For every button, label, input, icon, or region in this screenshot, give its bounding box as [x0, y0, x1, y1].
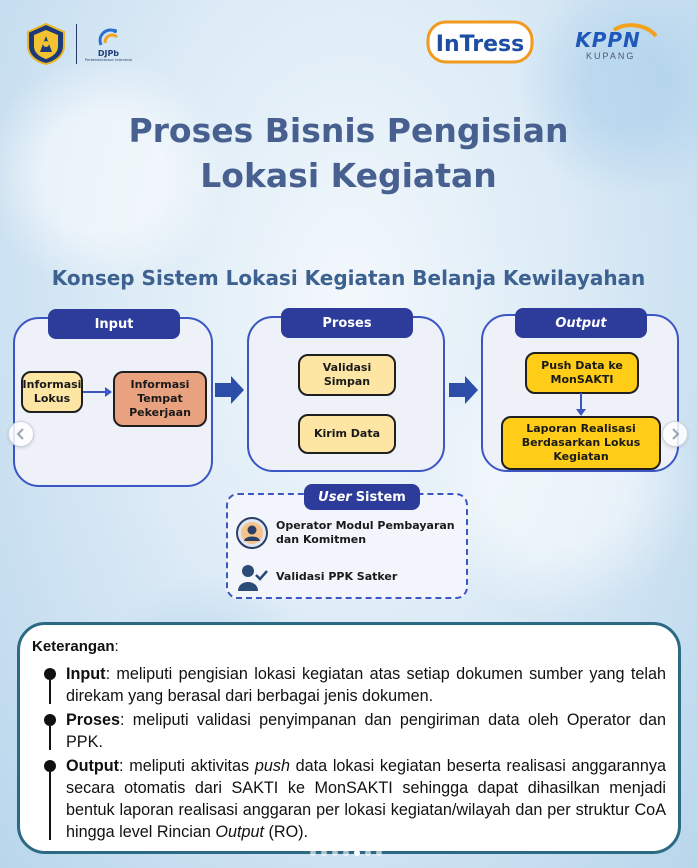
logo-separator — [76, 24, 77, 64]
user-sistem-header: User Sistem — [304, 484, 420, 510]
carousel-dots[interactable] — [310, 850, 382, 856]
output-panel: Output Push Data ke MonSAKTI Laporan Rea… — [481, 308, 679, 472]
kppn-logo: KPPN KUPANG — [556, 22, 660, 62]
keterangan-text-output-a: : meliputi aktivitas — [119, 757, 255, 775]
page-title-line2: Lokasi Kegiatan — [200, 156, 497, 195]
user-check-icon — [238, 565, 268, 591]
proses-panel-header: Proses — [281, 308, 413, 338]
carousel-dot[interactable] — [365, 850, 371, 856]
user-sistem-header-italic: User — [318, 489, 352, 505]
push-data-box: Push Data ke MonSAKTI — [525, 352, 639, 394]
header-logos-left: DJPb Perbendaharaan Indonesia — [24, 22, 132, 66]
intress-logo-icon: InTress — [426, 20, 534, 64]
user-circle-icon — [236, 517, 268, 549]
bullet-line-proses — [49, 726, 51, 750]
bullet-proses — [44, 714, 56, 726]
user-sistem-panel: User Sistem Operator Modul Pembayaran da… — [226, 484, 468, 599]
output-arrow-icon — [576, 393, 586, 416]
kirim-data-box: Kirim Data — [298, 414, 396, 454]
keterangan-term-proses: Proses — [66, 711, 120, 729]
keterangan-item-proses: Proses: meliputi validasi penyimpanan da… — [66, 709, 666, 753]
page-subtitle: Konsep Sistem Lokasi Kegiatan Belanja Ke… — [51, 266, 646, 290]
input-panel: Input Informasi Lokus Informasi Tempat P… — [13, 309, 213, 487]
carousel-dot[interactable] — [321, 850, 327, 856]
user-row-ppk: Validasi PPK Satker — [236, 561, 397, 593]
keterangan-heading: Keterangan: — [32, 638, 119, 655]
user-row-operator: Operator Modul Pembayaran dan Komitmen — [236, 517, 466, 549]
proses-panel: Proses Validasi Simpan Kirim Data — [247, 308, 445, 472]
flow-arrow-icon — [449, 376, 478, 404]
kemenkeu-logo-icon — [27, 22, 65, 66]
flow-arrow-icon — [215, 376, 244, 404]
intress-label: InTress — [436, 32, 524, 57]
bullet-line-input — [49, 680, 51, 704]
user-row-ppk-label: Validasi PPK Satker — [276, 570, 398, 583]
djpb-logo: DJPb Perbendaharaan Indonesia — [85, 25, 132, 63]
carousel-prev-button[interactable] — [8, 421, 34, 447]
keterangan-text-input: : meliputi pengisian lokasi kegiatan ata… — [66, 665, 666, 705]
keterangan-item-output: Output: meliputi aktivitas push data lok… — [66, 755, 666, 843]
chevron-left-icon — [16, 428, 24, 440]
input-arrow-icon — [83, 387, 112, 397]
carousel-dot[interactable] — [310, 850, 316, 856]
carousel-dot[interactable] — [343, 850, 349, 856]
input-panel-header: Input — [48, 309, 180, 339]
keterangan-text-proses: : meliputi validasi penyimpanan dan peng… — [66, 711, 666, 751]
validasi-simpan-box: Validasi Simpan — [298, 354, 396, 396]
keterangan-text-output-em: push — [254, 757, 290, 775]
djpb-label: DJPb — [97, 49, 120, 58]
page-title: Proses Bisnis Pengisian Lokasi Kegiatan — [0, 108, 697, 198]
djpb-logo-icon — [99, 28, 119, 46]
informasi-lokus-box: Informasi Lokus — [21, 371, 83, 413]
kppn-sub-label: KUPANG — [586, 51, 636, 61]
keterangan-text-output-b: data lokasi kegiatan beserta realisasi a… — [66, 757, 666, 841]
informasi-tempat-pekerjaan-box: Informasi Tempat Pekerjaan — [113, 371, 207, 427]
djpb-sub-label: Perbendaharaan Indonesia — [85, 58, 132, 62]
keterangan-term-output: Output — [66, 757, 120, 775]
kppn-label: KPPN — [575, 28, 641, 52]
output-panel-header: Output — [515, 308, 647, 338]
carousel-dot[interactable] — [354, 850, 360, 856]
bullet-output — [44, 760, 56, 772]
bullet-line-output — [49, 772, 51, 840]
carousel-next-button[interactable] — [662, 421, 688, 447]
page-title-line1: Proses Bisnis Pengisian — [128, 111, 569, 150]
bullet-input — [44, 668, 56, 680]
keterangan-text-output-c: (RO). — [264, 823, 309, 841]
keterangan-panel: Keterangan: Input: meliputi pengisian lo… — [17, 622, 681, 854]
carousel-dot[interactable] — [376, 850, 382, 856]
keterangan-item-input: Input: meliputi pengisian lokasi kegiata… — [66, 663, 666, 707]
laporan-realisasi-box: Laporan Realisasi Berdasarkan Lokus Kegi… — [501, 416, 661, 470]
chevron-right-icon — [672, 428, 680, 440]
user-row-operator-label: Operator Modul Pembayaran dan Komitmen — [276, 519, 455, 546]
user-sistem-header-rest: Sistem — [355, 489, 406, 505]
keterangan-text-output-em2: Output — [215, 823, 264, 841]
kppn-arc-icon — [612, 23, 658, 38]
carousel-dot[interactable] — [332, 850, 338, 856]
keterangan-heading-label: Keterangan — [32, 638, 115, 655]
keterangan-term-input: Input — [66, 665, 106, 683]
